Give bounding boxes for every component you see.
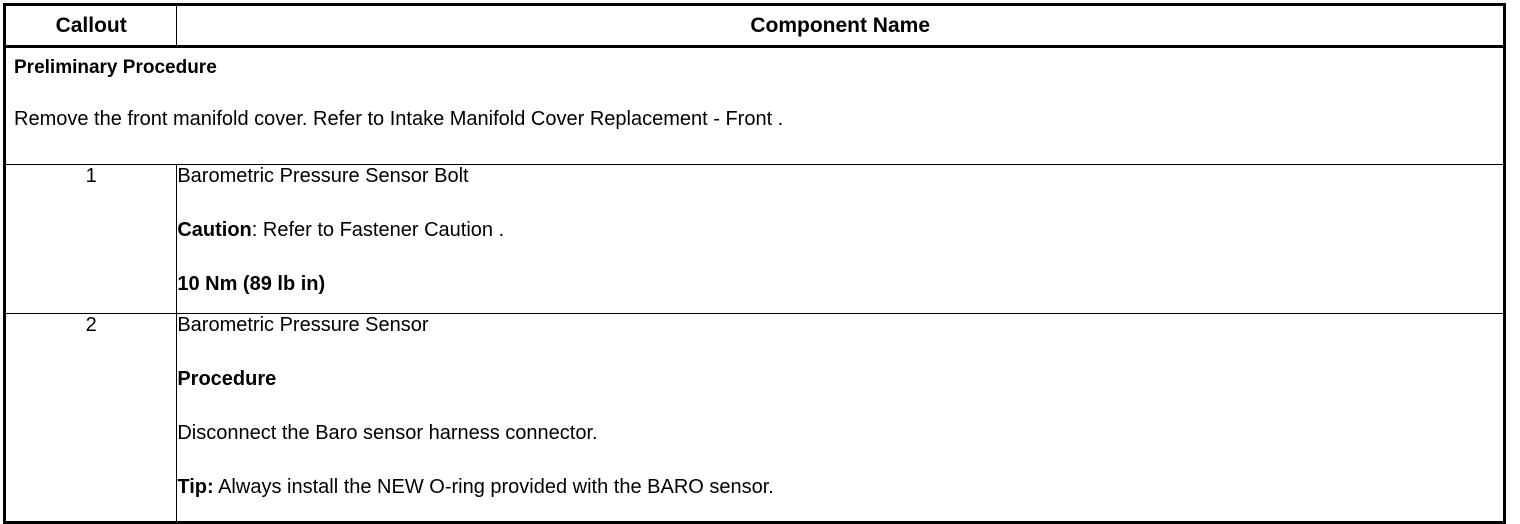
torque-spec-1: 10 Nm (89 lb in)	[177, 273, 326, 295]
component-name-2: Barometric Pressure Sensor	[177, 314, 429, 336]
procedure-label-2: Procedure	[177, 368, 277, 390]
caution-label: Caution	[177, 219, 252, 241]
component-cell-1: Barometric Pressure Sensor Bolt Caution:…	[176, 164, 1505, 314]
callout-table-container: Callout Component Name Preliminary Proce…	[3, 3, 1506, 524]
procedure-step-2: Disconnect the Baro sensor harness conne…	[177, 422, 598, 444]
column-header-callout: Callout	[3, 4, 178, 48]
table-row: 2 Barometric Pressure Sensor Procedure D…	[3, 313, 1505, 523]
tip-label: Tip:	[177, 476, 214, 498]
component-callout-table: Callout Component Name Preliminary Proce…	[3, 3, 1506, 524]
callout-number-1: 1	[3, 164, 178, 314]
component-cell-2: Barometric Pressure Sensor Procedure Dis…	[176, 313, 1505, 523]
column-header-component-name: Component Name	[176, 4, 1505, 48]
preliminary-procedure-text: Remove the front manifold cover. Refer t…	[14, 108, 784, 130]
preliminary-procedure-title: Preliminary Procedure	[14, 57, 217, 78]
preliminary-procedure-cell: Preliminary Procedure Remove the front m…	[4, 46, 1505, 165]
callout-number-2: 2	[3, 313, 178, 523]
table-header-row: Callout Component Name	[3, 4, 1505, 48]
tip-line-2: Tip: Always install the NEW O-ring provi…	[177, 476, 1503, 499]
preliminary-procedure-row: Preliminary Procedure Remove the front m…	[4, 46, 1505, 165]
component-name-1: Barometric Pressure Sensor Bolt	[177, 165, 469, 187]
tip-text: Always install the NEW O-ring provided w…	[213, 476, 774, 498]
caution-text: : Refer to Fastener Caution .	[251, 219, 505, 241]
table-row: 1 Barometric Pressure Sensor Bolt Cautio…	[3, 164, 1505, 314]
caution-line-1: Caution: Refer to Fastener Caution .	[177, 219, 1503, 242]
